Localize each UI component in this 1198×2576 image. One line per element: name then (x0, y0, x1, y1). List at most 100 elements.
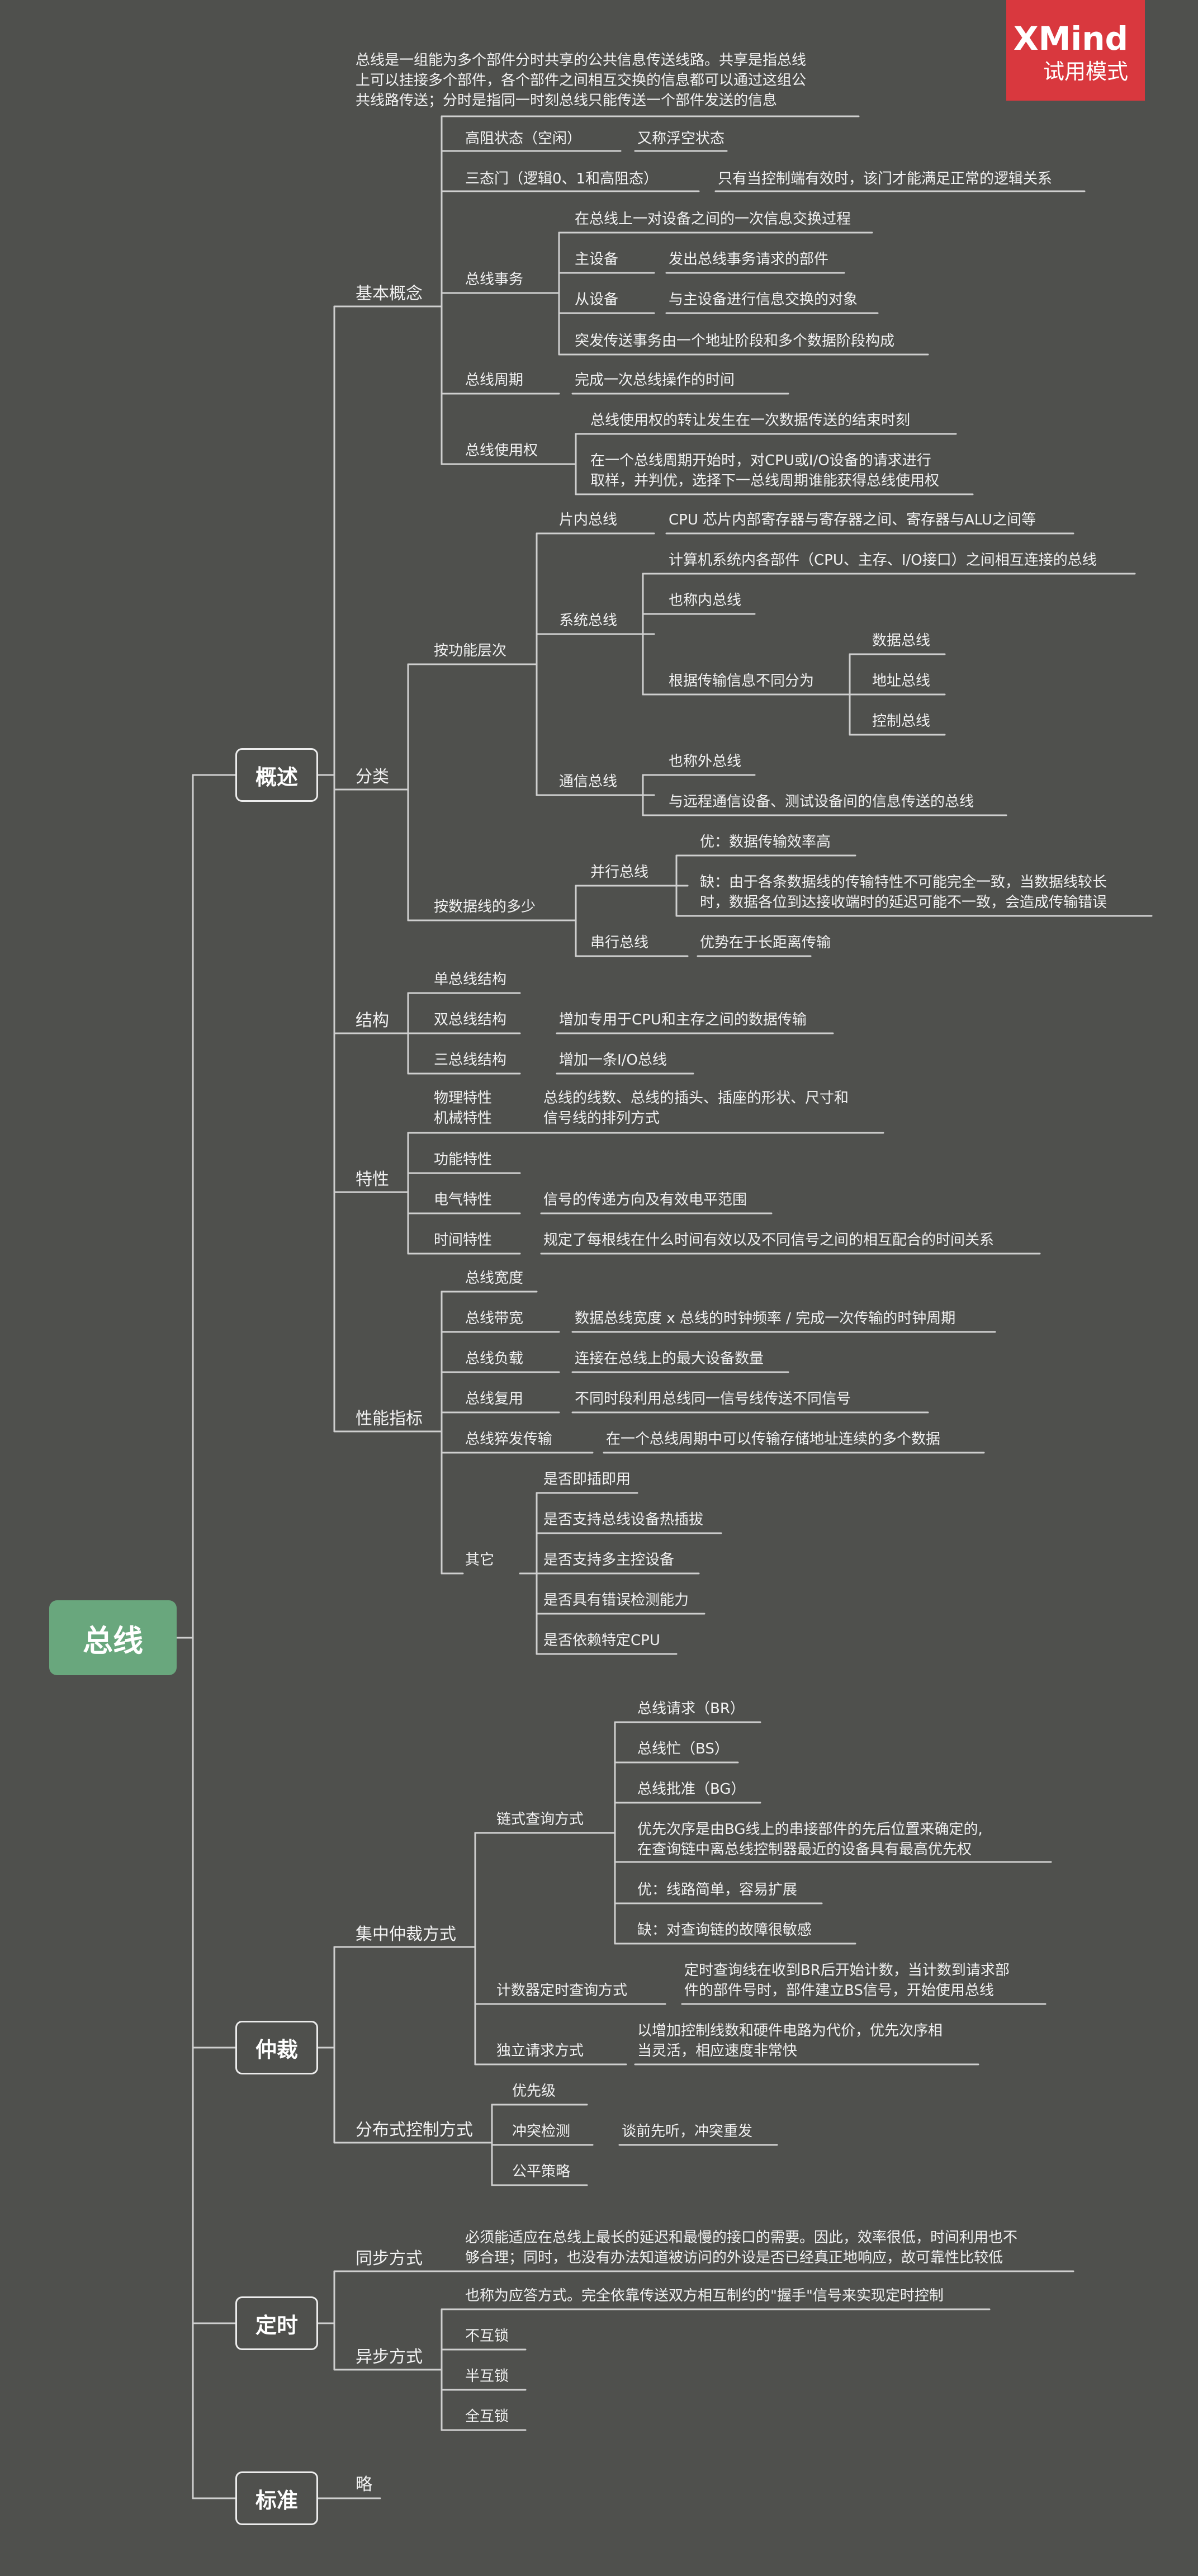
topic-bus-busy[interactable]: 总线忙（BS） (637, 1741, 729, 1757)
topic-independent-desc[interactable]: 以增加控制线数和硬件电路为代价，优先次序相 当灵活，相应速度非常快 (637, 2022, 943, 2059)
topic-other[interactable]: 其它 (465, 1552, 495, 1568)
topic-address-bus[interactable]: 地址总线 (872, 673, 931, 689)
topic-bus-grant[interactable]: 总线批准（BG） (637, 1781, 746, 1798)
topic-system-by-info[interactable]: 根据传输信息不同分为 (669, 673, 815, 689)
topic-half-interlock[interactable]: 半互锁 (465, 2368, 509, 2385)
topic-mechanical-desc[interactable]: 总线的线数、总线的插头、插座的形状、尺寸和 信号线的排列方式 (543, 1090, 849, 1127)
topic-system-bus[interactable]: 系统总线 (559, 612, 618, 629)
topic-chain-priority[interactable]: 优先次序是由BG线上的串接部件的先后位置来确定的, 在查询链中离总线控制器最近的… (637, 1821, 983, 1858)
topic-multiplex-desc[interactable]: 不同时段利用总线同一信号线传送不同信号 (575, 1391, 851, 1407)
topic-bus-burst[interactable]: 总线猝发传输 (465, 1431, 553, 1448)
topic-usage-transfer[interactable]: 总线使用权的转让发生在一次数据传送的结束时刻 (590, 412, 911, 429)
topic-bus-request[interactable]: 总线请求（BR） (637, 1700, 745, 1717)
topic-bandwidth-desc[interactable]: 数据总线宽度 x 总线的时钟频率 / 完成一次传输的时钟周期 (575, 1310, 956, 1327)
topic-counter-desc[interactable]: 定时查询线在收到BR后开始计数，当计数到请求部 件的部件号时，部件建立BS信号，… (684, 1962, 1010, 1999)
branch-overview[interactable]: 概述 (235, 748, 318, 802)
topic-onchip-bus[interactable]: 片内总线 (559, 512, 618, 528)
topic-bus-multiplex[interactable]: 总线复用 (465, 1391, 524, 1407)
topic-multi-master[interactable]: 是否支持多主控设备 (543, 1552, 675, 1568)
topic-bus-cycle-desc[interactable]: 完成一次总线操作的时间 (575, 372, 735, 389)
topic-bus-transaction[interactable]: 总线事务 (465, 271, 524, 288)
topic-data-bus[interactable]: 数据总线 (872, 632, 931, 649)
topic-distributed-arbitration[interactable]: 分布式控制方式 (356, 2120, 473, 2140)
topic-usage-arbitration[interactable]: 在一个总线周期开始时，对CPU或I/O设备的请求进行 取样，并判优，选择下一总线… (590, 452, 940, 489)
topic-bus-usage[interactable]: 总线使用权 (465, 442, 538, 459)
topic-by-function[interactable]: 按功能层次 (434, 642, 507, 659)
topic-priority[interactable]: 优先级 (512, 2083, 556, 2100)
topic-comm-bus[interactable]: 通信总线 (559, 773, 618, 790)
watermark-mode: 试用模式 (1043, 59, 1128, 84)
root-topic[interactable]: 总线 (49, 1600, 177, 1675)
topic-error-detection[interactable]: 是否具有错误检测能力 (543, 1592, 689, 1609)
topic-non-interlock[interactable]: 不互锁 (465, 2328, 509, 2345)
topic-electrical-char[interactable]: 电气特性 (434, 1192, 493, 1208)
topic-by-width[interactable]: 按数据线的多少 (434, 899, 536, 915)
topic-sync-mode[interactable]: 同步方式 (356, 2249, 423, 2268)
topic-counter-polling[interactable]: 计数器定时查询方式 (496, 1982, 628, 1999)
topic-collision-desc[interactable]: 谈前先听，冲突重发 (622, 2123, 753, 2140)
topic-dual-bus[interactable]: 双总线结构 (434, 1012, 507, 1028)
topic-triple-bus-desc[interactable]: 增加一条I/O总线 (559, 1052, 667, 1069)
topic-bus-definition[interactable]: 总线是一组能为多个部件分时共享的公共信息传送线路。共享是指总线 上可以挂接多个部… (356, 52, 807, 109)
topic-bus-bandwidth[interactable]: 总线带宽 (465, 1310, 524, 1327)
topic-fair-policy[interactable]: 公平策略 (512, 2163, 571, 2180)
topic-dual-bus-desc[interactable]: 增加专用于CPU和主存之间的数据传输 (559, 1012, 807, 1028)
topic-tristate-gate[interactable]: 三态门（逻辑0、1和高阻态） (465, 171, 659, 187)
topic-sync-desc[interactable]: 必须能适应在总线上最长的延迟和最慢的接口的需要。因此，效率很低，时间利用也不 够… (465, 2229, 1018, 2266)
topic-parallel-con[interactable]: 缺：由于各条数据线的传输特性不可能完全一致，当数据线较长 时，数据各位到达接收端… (700, 874, 1107, 911)
topic-high-impedance[interactable]: 高阻状态（空闲） (465, 130, 582, 147)
topic-slave-desc[interactable]: 与主设备进行信息交换的对象 (669, 291, 858, 308)
topic-high-impedance-desc[interactable]: 又称浮空状态 (637, 130, 725, 147)
topic-burst-transaction[interactable]: 突发传送事务由一个地址阶段和多个数据阶段构成 (575, 333, 895, 349)
topic-onchip-desc[interactable]: CPU 芯片内部寄存器与寄存器之间、寄存器与ALU之间等 (669, 512, 1036, 528)
topic-performance-metrics[interactable]: 性能指标 (356, 1409, 423, 1429)
topic-parallel-bus[interactable]: 并行总线 (590, 864, 649, 881)
topic-structure[interactable]: 结构 (356, 1011, 389, 1031)
topic-master-device[interactable]: 主设备 (575, 251, 619, 268)
topic-comm-alias[interactable]: 也称外总线 (669, 753, 742, 770)
topic-timing-char[interactable]: 时间特性 (434, 1232, 493, 1249)
topic-serial-desc[interactable]: 优势在于长距离传输 (700, 934, 831, 951)
topic-plug-and-play[interactable]: 是否即插即用 (543, 1471, 631, 1488)
topic-daisy-chain[interactable]: 链式查询方式 (496, 1811, 584, 1828)
topic-cpu-dependent[interactable]: 是否依赖特定CPU (543, 1632, 660, 1649)
watermark-brand: XMind (1013, 20, 1128, 58)
topic-async-desc[interactable]: 也称为应答方式。完全依靠传送双方相互制约的"握手"信号来实现定时控制 (465, 2287, 944, 2304)
topic-tristate-desc[interactable]: 只有当控制端有效时，该门才能满足正常的逻辑关系 (718, 171, 1053, 187)
topic-bus-cycle[interactable]: 总线周期 (465, 372, 524, 389)
topic-burst-desc[interactable]: 在一个总线周期中可以传输存储地址连续的多个数据 (606, 1431, 941, 1448)
topic-system-alias[interactable]: 也称内总线 (669, 592, 742, 609)
topic-centralized-arbitration[interactable]: 集中仲裁方式 (356, 1925, 456, 1944)
topic-bus-width[interactable]: 总线宽度 (465, 1270, 524, 1287)
topic-classification[interactable]: 分类 (356, 767, 389, 787)
topic-hot-plug[interactable]: 是否支持总线设备热插拔 (543, 1511, 704, 1528)
topic-timing-desc[interactable]: 规定了每根线在什么时间有效以及不同信号之间的相互配合的时间关系 (543, 1232, 995, 1249)
topic-mechanical-char[interactable]: 物理特性 机械特性 (434, 1090, 493, 1127)
topic-control-bus[interactable]: 控制总线 (872, 713, 931, 730)
topic-independent-request[interactable]: 独立请求方式 (496, 2043, 584, 2059)
topic-load-desc[interactable]: 连接在总线上的最大设备数量 (575, 1350, 764, 1367)
topic-functional-char[interactable]: 功能特性 (434, 1151, 493, 1168)
topic-comm-desc[interactable]: 与远程通信设备、测试设备间的信息传送的总线 (669, 793, 974, 810)
branch-timing[interactable]: 定时 (235, 2296, 318, 2350)
topic-basic-concept[interactable]: 基本概念 (356, 284, 423, 304)
topic-serial-bus[interactable]: 串行总线 (590, 934, 649, 951)
branch-arbitration[interactable]: 仲裁 (235, 2021, 318, 2074)
topic-full-interlock[interactable]: 全互锁 (465, 2408, 509, 2425)
topic-chain-con[interactable]: 缺：对查询链的故障很敏感 (637, 1922, 812, 1939)
topic-transaction-once[interactable]: 在总线上一对设备之间的一次信息交换过程 (575, 211, 851, 228)
topic-parallel-pro[interactable]: 优：数据传输效率高 (700, 834, 831, 850)
topic-standard-omitted[interactable]: 略 (356, 2475, 372, 2494)
topic-single-bus[interactable]: 单总线结构 (434, 971, 507, 988)
topic-master-desc[interactable]: 发出总线事务请求的部件 (669, 251, 829, 268)
topic-characteristics[interactable]: 特性 (356, 1170, 389, 1189)
branch-standard[interactable]: 标准 (235, 2471, 318, 2525)
topic-triple-bus[interactable]: 三总线结构 (434, 1052, 507, 1069)
topic-bus-load[interactable]: 总线负载 (465, 1350, 524, 1367)
topic-system-desc[interactable]: 计算机系统内各部件（CPU、主存、I/O接口）之间相互连接的总线 (669, 552, 1097, 569)
topic-collision-detection[interactable]: 冲突检测 (512, 2123, 571, 2140)
topic-chain-pro[interactable]: 优：线路简单，容易扩展 (637, 1882, 798, 1898)
topic-electrical-desc[interactable]: 信号的传递方向及有效电平范围 (543, 1192, 747, 1208)
topic-slave-device[interactable]: 从设备 (575, 291, 619, 308)
topic-async-mode[interactable]: 异步方式 (356, 2347, 423, 2367)
